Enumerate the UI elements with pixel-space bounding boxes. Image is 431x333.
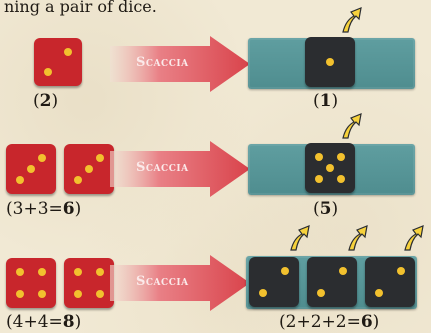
pip — [397, 267, 405, 275]
dark-die-2a — [249, 257, 299, 307]
row1-right-caption: (1) — [313, 91, 339, 111]
pip — [16, 290, 24, 298]
pip — [315, 153, 323, 161]
pip — [337, 175, 345, 183]
pip — [74, 176, 82, 184]
up-arrow-icon — [348, 225, 368, 251]
pip — [38, 290, 46, 298]
dark-die-2b — [307, 257, 357, 307]
dark-die-5 — [305, 143, 355, 193]
pip — [259, 289, 267, 297]
pip — [317, 289, 325, 297]
pip — [96, 268, 104, 276]
red-die-2 — [34, 38, 82, 86]
pip — [16, 176, 24, 184]
red-die-4b — [64, 258, 114, 308]
dark-die-2c — [365, 257, 415, 307]
up-arrow-icon — [290, 225, 310, 251]
row1-left-caption: (2) — [33, 91, 59, 111]
red-die-3b — [64, 144, 114, 194]
pip — [85, 165, 93, 173]
pip — [96, 154, 104, 162]
dark-die-1 — [305, 37, 355, 87]
up-arrow-icon — [342, 113, 362, 139]
red-die-4a — [6, 258, 56, 308]
pip — [315, 175, 323, 183]
scaccia-arrow-row2 — [110, 141, 250, 197]
row2-right-caption: (5) — [313, 199, 339, 219]
pip — [326, 164, 334, 172]
row2-left-caption: (3+3=6) — [6, 199, 82, 219]
pip — [96, 290, 104, 298]
pip — [27, 165, 35, 173]
scaccia-label-row2: Scaccia — [136, 160, 189, 175]
up-arrow-icon — [342, 7, 362, 33]
up-arrow-icon — [404, 225, 424, 251]
row3-left-caption: (4+4=8) — [6, 312, 82, 332]
red-die-3a — [6, 144, 56, 194]
pip — [16, 268, 24, 276]
pip — [326, 58, 334, 66]
pip — [337, 153, 345, 161]
pip — [74, 290, 82, 298]
scaccia-label-row1: Scaccia — [136, 55, 189, 70]
pip — [375, 289, 383, 297]
row3-right-caption: (2+2+2=6) — [279, 312, 380, 332]
scaccia-arrow-row3 — [110, 255, 250, 311]
pip — [44, 68, 52, 76]
scaccia-arrow-row1 — [110, 36, 250, 92]
pip — [38, 154, 46, 162]
pip — [64, 48, 72, 56]
pip — [281, 267, 289, 275]
scaccia-label-row3: Scaccia — [136, 274, 189, 289]
pip — [38, 268, 46, 276]
pip — [74, 268, 82, 276]
pip — [339, 267, 347, 275]
heading-text: ning a pair of dice. — [4, 0, 157, 16]
